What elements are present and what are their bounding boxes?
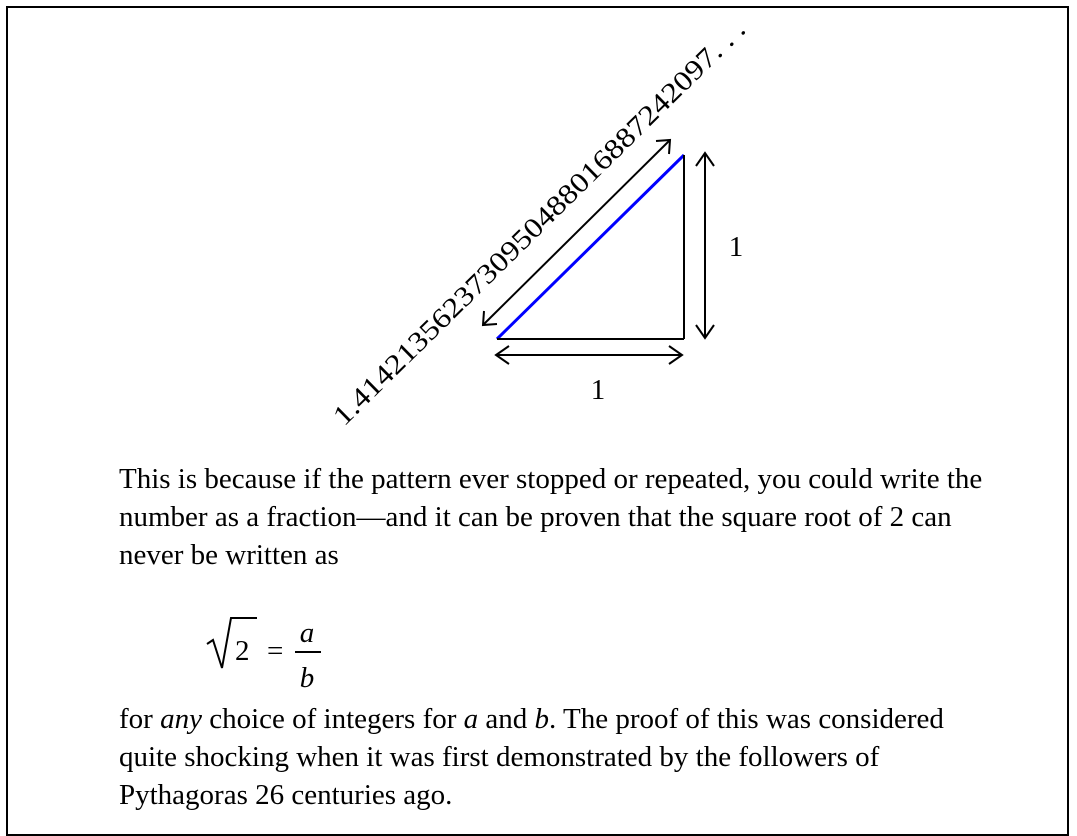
paragraph-intro: This is because if the pattern ever stop… [119, 463, 983, 571]
numerator-a: a [300, 617, 315, 649]
paragraph-conclusion: for any choice of integers for a and b. … [119, 700, 999, 814]
radicand: 2 [235, 635, 250, 667]
hypotenuse-line [495, 153, 686, 341]
conclusion-var-a: a [463, 703, 479, 735]
denominator-b: b [300, 662, 315, 694]
vertical-leg-label: 1 [729, 231, 744, 263]
horizontal-leg-label: 1 [591, 374, 606, 406]
conclusion-part-2: choice of integers for [201, 703, 464, 735]
vertical-measure-arrow [695, 151, 715, 340]
sqrt2-equals-a-over-b-formula: 2 = a b [206, 617, 321, 694]
diagonal-measure-arrow [481, 138, 672, 327]
conclusion-part-1: for [119, 703, 161, 735]
conclusion-any: any [160, 703, 202, 735]
radical-sign [206, 617, 257, 669]
conclusion-part-3: and [478, 703, 535, 735]
horizontal-measure-arrow [494, 345, 684, 365]
conclusion-part-4: . The proof of this was considered quite… [119, 703, 944, 811]
equals-sign: = [267, 635, 283, 667]
hypotenuse-label: 1.4142135623730950488016887242097. . . [327, 14, 752, 432]
conclusion-var-b: b [534, 703, 550, 735]
